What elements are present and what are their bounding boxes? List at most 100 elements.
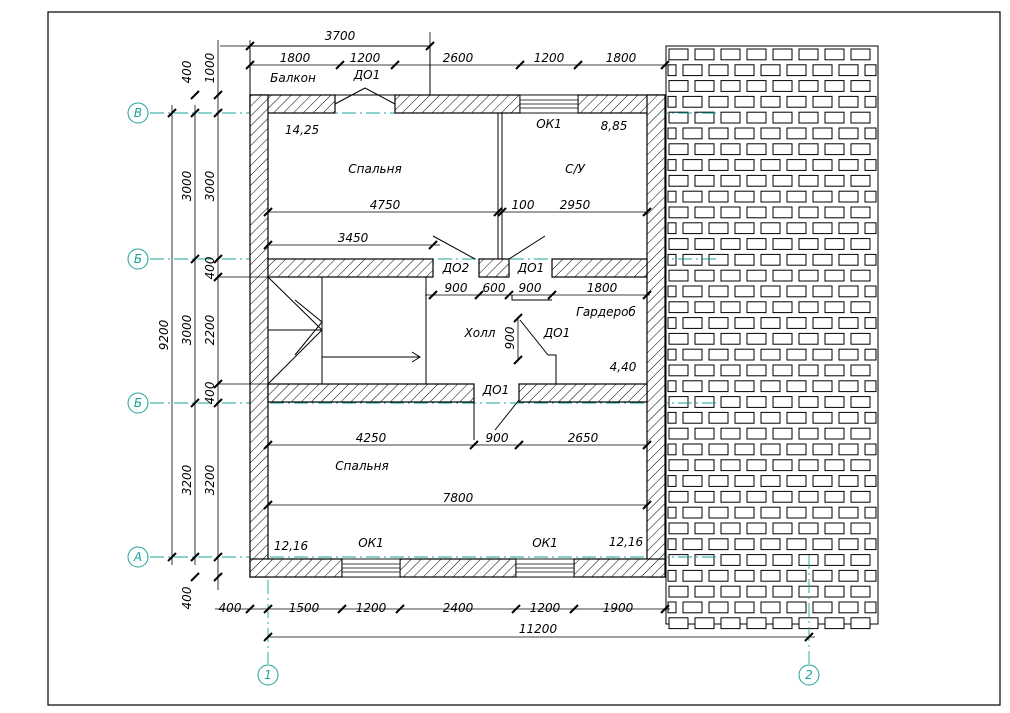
- roof-tile: [667, 475, 677, 487]
- roof-tile: [708, 285, 729, 298]
- dim-left-400-bottom: 400: [180, 586, 194, 609]
- roof-tile: [838, 222, 859, 235]
- roof-tile: [864, 127, 877, 140]
- roof-tile: [798, 459, 819, 472]
- roof-tile: [772, 427, 793, 440]
- roof-tile: [864, 348, 877, 361]
- roof-tile: [772, 174, 793, 187]
- roof-tile: [760, 506, 781, 519]
- dim-top-1200a: 1200: [350, 51, 381, 65]
- roof-tile: [786, 127, 807, 140]
- dim-100: 100: [512, 198, 535, 212]
- dim-7800: 7800: [443, 491, 474, 505]
- roof-tile: [798, 427, 819, 440]
- roof-tile: [838, 190, 859, 203]
- roof-tile: [720, 396, 741, 408]
- window-bottom-left: [341, 558, 401, 578]
- dimension-tick: [213, 254, 223, 264]
- roof-tile: [798, 80, 819, 92]
- roof-tile: [798, 143, 819, 156]
- roof-tile: [734, 569, 755, 582]
- roof-tile: [772, 238, 793, 250]
- dimension-tick: [513, 355, 523, 365]
- roof-tile: [864, 64, 877, 77]
- roof-tile: [720, 490, 741, 503]
- roof-tile: [760, 348, 781, 361]
- dimension-tick: [245, 60, 255, 70]
- roof-tile: [864, 95, 877, 108]
- door-bottom-swing: [494, 399, 520, 431]
- roof-tile: [682, 190, 703, 203]
- roof-tile: [812, 506, 833, 519]
- roof-tile: [746, 459, 767, 472]
- dim-left-9200: 9200: [157, 319, 171, 350]
- roof-tile: [694, 617, 715, 630]
- dimension-tick: [493, 207, 503, 217]
- roof-tile: [667, 380, 677, 393]
- dimension-tick: [263, 440, 273, 450]
- roof-tile: [812, 569, 833, 582]
- roof-tile: [734, 411, 755, 424]
- roof-tile: [838, 285, 859, 298]
- roof-tile: [746, 269, 767, 282]
- roof-tile: [824, 80, 845, 92]
- dim-bot-11200: 11200: [519, 622, 558, 636]
- label-door-balcony: ДО1: [353, 68, 380, 82]
- roof-tile: [772, 143, 793, 156]
- roof-tile: [850, 80, 871, 92]
- roof-tile: [824, 48, 845, 61]
- door-bath-swing: [508, 235, 546, 260]
- dimension-tick: [263, 632, 273, 642]
- roof-tile: [668, 459, 689, 472]
- dimension-ticks: [167, 41, 814, 642]
- roof-tile: [824, 585, 845, 598]
- roof-tile: [838, 348, 859, 361]
- dim-bot-400: 400: [219, 601, 242, 615]
- roof-tile: [760, 569, 781, 582]
- dim-bot-1200b: 1200: [530, 601, 561, 615]
- dimension-tick: [642, 207, 652, 217]
- roof-tile: [694, 554, 715, 566]
- roof-tile: [746, 490, 767, 503]
- roof-tile: [772, 206, 793, 219]
- dimension-tick: [190, 572, 200, 582]
- roof-tile: [786, 475, 807, 487]
- roof-tile: [772, 617, 793, 630]
- wall-right: [646, 94, 666, 578]
- roof-tile: [708, 95, 729, 108]
- axis-label-a: А: [133, 550, 142, 564]
- dim-top-1800a: 1800: [280, 51, 311, 65]
- label-door-bath: ДО1: [517, 261, 544, 275]
- roof-tile: [798, 585, 819, 598]
- roof-tile: [760, 159, 781, 171]
- dim-left-3000b: 3000: [180, 314, 194, 345]
- dimension-tick: [660, 604, 670, 614]
- roof-tile: [746, 396, 767, 408]
- roof-tile: [694, 206, 715, 219]
- roof-tile: [667, 190, 677, 203]
- roof-tile: [864, 222, 877, 235]
- dim-bot-2400: 2400: [443, 601, 474, 615]
- roof-tile: [667, 127, 677, 140]
- roof-tile: [760, 64, 781, 77]
- roof-tile: [668, 585, 689, 598]
- roof-tile: [760, 411, 781, 424]
- roof-tile: [798, 206, 819, 219]
- roof-tile: [734, 159, 755, 171]
- roof-tile: [708, 443, 729, 456]
- roof-tile: [682, 127, 703, 140]
- roof-tile: [824, 396, 845, 408]
- room-bedroom-top-area: 14,25: [285, 123, 319, 137]
- roof-tile: [668, 174, 689, 187]
- axis-label-v: В: [134, 106, 142, 120]
- axis-label-1: 1: [264, 668, 272, 682]
- dimension-tick: [428, 240, 438, 250]
- dimension-tick: [190, 108, 200, 118]
- roof-tile: [786, 95, 807, 108]
- dim-door-900b: 900: [519, 281, 542, 295]
- roof-tile: [682, 506, 703, 519]
- roof-tile: [812, 601, 833, 614]
- roof-tile: [824, 269, 845, 282]
- roof-tile: [682, 222, 703, 235]
